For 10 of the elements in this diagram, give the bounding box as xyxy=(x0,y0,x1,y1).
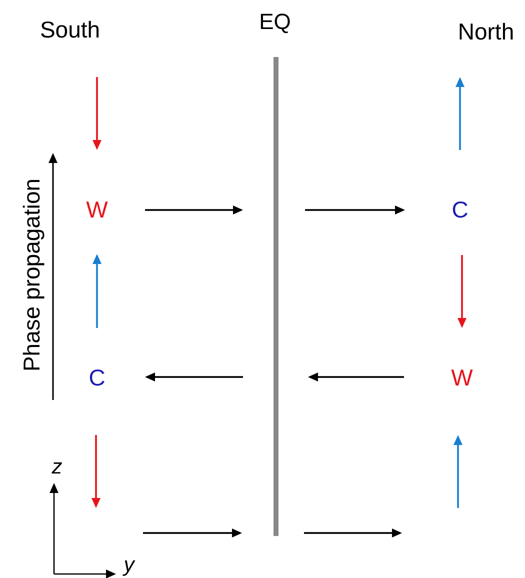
axis-label: z xyxy=(52,456,62,478)
anomaly-label: W xyxy=(86,198,108,222)
region-label: South xyxy=(40,18,100,42)
equator-label: EQ xyxy=(259,11,291,33)
anomaly-label: C xyxy=(452,198,468,222)
axis-title: Phase propagation xyxy=(20,178,44,372)
axis-label: y xyxy=(124,554,134,576)
anomaly-label: C xyxy=(88,366,106,390)
region-label: North xyxy=(458,20,514,44)
anomaly-label: W xyxy=(451,366,473,390)
